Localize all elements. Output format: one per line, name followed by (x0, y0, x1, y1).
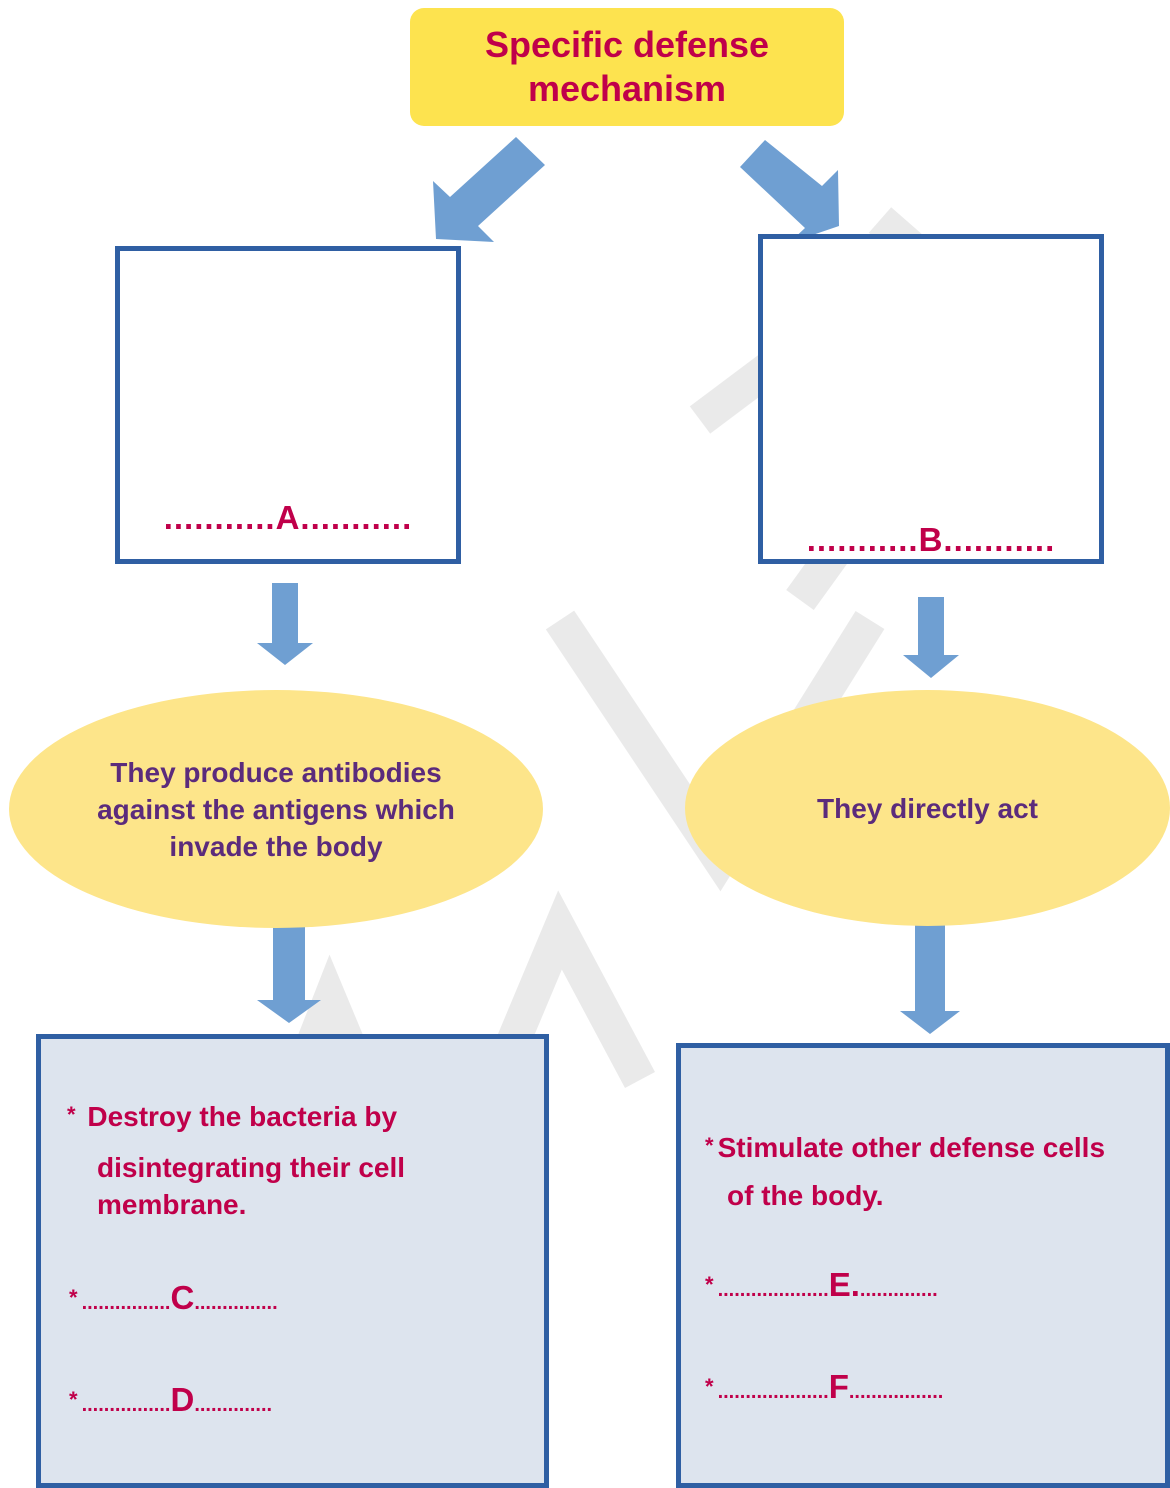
left-item-1: * Destroy the bacteria by (67, 1101, 398, 1132)
oval-left-text: They produce antibodies against the anti… (97, 756, 455, 862)
cell-b-label: ...........B........... (806, 521, 1056, 558)
arrow-down-right-1 (903, 597, 959, 678)
left-item-1-cont-2: membrane. (97, 1189, 247, 1220)
right-item-1: *Stimulate other defense cells (705, 1132, 1106, 1163)
arrow-diag-right (740, 140, 839, 243)
title-line-1: Specific defense (484, 24, 770, 65)
left-item-1-cont-1: disintegrating their cell (97, 1152, 406, 1183)
info-box-left: * Destroy the bacteria by disintegrating… (36, 1034, 549, 1488)
info-box-right: *Stimulate other defense cells of the bo… (676, 1043, 1170, 1488)
right-item-1-cont: of the body. (727, 1180, 884, 1211)
left-item-c: *................C............... (69, 1279, 278, 1316)
oval-right-text: They directly act (817, 792, 1038, 824)
cell-box-b: ...........B........... (758, 234, 1104, 564)
left-item-d: *................D.............. (69, 1381, 273, 1418)
right-item-f: *....................F................. (705, 1368, 944, 1405)
arrow-down-right-2 (900, 897, 960, 1034)
title-line-2: mechanism (527, 68, 727, 109)
arrow-diag-left (433, 137, 545, 242)
oval-right: They directly act (685, 690, 1170, 926)
cell-box-a: ...........A........... (115, 246, 461, 564)
right-item-e: *....................E............... (705, 1266, 938, 1303)
arrow-down-left-1 (257, 583, 313, 665)
oval-left: They produce antibodies against the anti… (9, 690, 543, 928)
title-box: Specific defense mechanism (410, 8, 844, 126)
cell-a-label: ...........A........... (163, 499, 413, 536)
